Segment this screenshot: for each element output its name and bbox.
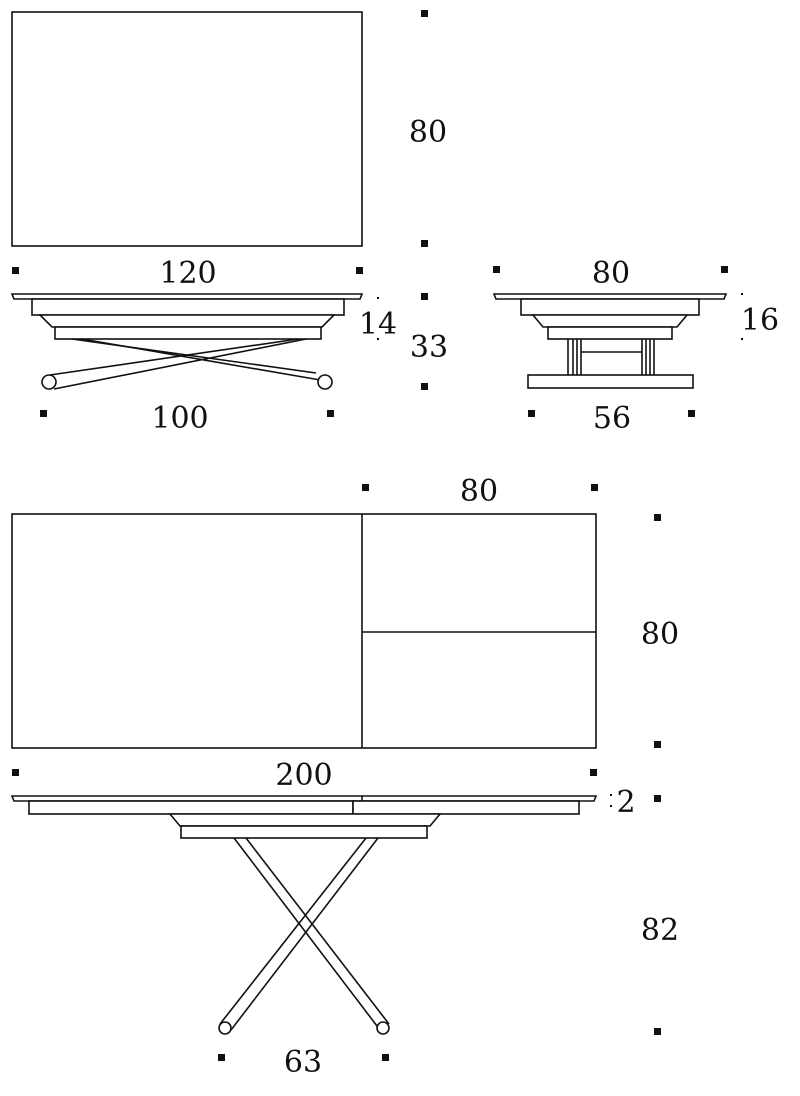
dimension-tick — [741, 293, 743, 295]
compact-mechanism-box — [54, 326, 322, 340]
side-top-slab — [492, 293, 728, 300]
side-width-label: 80 — [592, 256, 630, 291]
extended-underframe-left — [28, 800, 354, 815]
compact-top-slab — [10, 293, 364, 300]
dimension-tick — [610, 794, 612, 796]
compact-leg — [53, 338, 307, 390]
side-top-thickness-label: 16 — [741, 303, 779, 338]
extended-width-label: 200 — [275, 758, 332, 793]
dimension-marker — [654, 741, 661, 748]
dimension-marker — [12, 769, 19, 776]
extension-width-label: 80 — [460, 474, 498, 509]
compact-top-view: 80 — [11, 10, 447, 247]
compact-base-label: 100 — [151, 401, 208, 436]
dimension-marker — [654, 1028, 661, 1035]
dimension-marker — [218, 1054, 225, 1061]
extended-front-view: 200 2 82 63 — [10, 758, 679, 1080]
compact-side-view: 80 16 56 — [492, 256, 779, 436]
compact-top-thickness-label: 14 — [359, 307, 397, 342]
extended-leg — [219, 837, 367, 1025]
extended-leg-foot — [218, 1021, 232, 1035]
dimension-marker — [721, 266, 728, 273]
side-base-label: 56 — [593, 401, 631, 436]
compact-leg — [49, 338, 299, 376]
extended-leg — [230, 837, 379, 1031]
dimension-marker — [654, 514, 661, 521]
dimension-marker — [327, 410, 334, 417]
dimension-marker — [421, 240, 428, 247]
dimension-marker — [654, 795, 661, 802]
side-mechanism-plate — [531, 314, 689, 328]
side-mechanism-box — [547, 326, 673, 340]
dimension-tick — [610, 805, 612, 807]
compact-leg-foot — [317, 374, 333, 390]
dimension-tick — [741, 338, 743, 340]
compact-height-label: 33 — [410, 330, 448, 365]
compact-top-underframe — [31, 298, 345, 316]
dimension-marker — [493, 266, 500, 273]
extended-depth-label: 80 — [641, 617, 679, 652]
dimension-marker — [591, 484, 598, 491]
compact-leg-foot — [41, 374, 57, 390]
extended-leg-foot — [376, 1021, 390, 1035]
extended-base-label: 63 — [284, 1045, 322, 1080]
side-top-underframe — [520, 298, 700, 316]
compact-tabletop-outline — [11, 11, 363, 247]
extended-leg — [245, 837, 390, 1025]
dimension-marker — [528, 410, 535, 417]
dimension-marker — [362, 484, 369, 491]
compact-depth-label: 80 — [409, 115, 447, 150]
dimension-marker — [590, 769, 597, 776]
extended-top-view: 80 80 — [11, 474, 679, 749]
dimension-marker — [382, 1054, 389, 1061]
dimension-marker — [421, 10, 428, 17]
extended-mechanism-box — [180, 825, 428, 839]
extended-underframe-right — [352, 800, 580, 815]
dimension-marker — [12, 267, 19, 274]
extended-mechanism-plate — [168, 813, 442, 827]
extended-height-label: 82 — [641, 913, 679, 948]
dimension-tick — [377, 338, 379, 340]
extended-top-thickness-label: 2 — [616, 785, 635, 820]
dimension-marker — [421, 293, 428, 300]
dimension-tick — [377, 297, 379, 299]
compact-mechanism-plate — [38, 314, 336, 328]
dimension-marker — [421, 383, 428, 390]
dimension-marker — [40, 410, 47, 417]
dimension-marker — [356, 267, 363, 274]
extended-top-slab — [10, 795, 598, 802]
compact-front-view: 120 14 33 100 — [10, 256, 448, 436]
extended-tabletop-outline — [11, 513, 597, 749]
side-base — [527, 374, 694, 389]
compact-width-label: 120 — [159, 256, 216, 291]
dimension-marker — [688, 410, 695, 417]
